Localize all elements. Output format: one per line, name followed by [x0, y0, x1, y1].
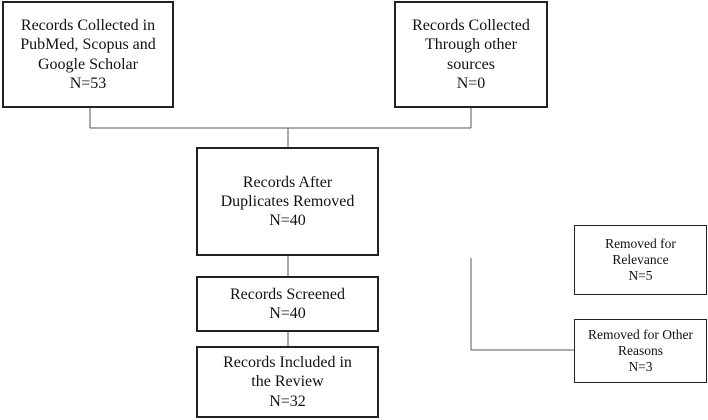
records-databases-line-3: Google Scholar — [38, 55, 138, 73]
records-databases-count: N=53 — [69, 74, 107, 92]
records-databases-box: Records Collected in PubMed, Scopus and … — [2, 1, 174, 108]
removed-relevance-line-1: Removed for — [605, 235, 676, 251]
removed-relevance-line-2: Relevance — [612, 251, 669, 267]
included-line-1: Records Included in — [223, 354, 352, 372]
records-databases-line-2: PubMed, Scopus and — [20, 36, 156, 54]
removed-relevance-box: Removed for Relevance N=5 — [574, 225, 707, 295]
removed-other-count: N=3 — [628, 359, 653, 375]
removed-other-box: Removed for Other Reasons N=3 — [574, 319, 707, 383]
after-duplicates-line-2: Duplicates Removed — [220, 192, 355, 210]
records-other-line-2: Through other — [425, 36, 517, 54]
included-count: N=32 — [269, 392, 306, 410]
screened-line-1: Records Screened — [229, 285, 346, 303]
screened-count: N=40 — [269, 305, 306, 322]
removed-other-line-2: Reasons — [618, 342, 663, 358]
after-duplicates-line-1: Records After — [242, 173, 333, 191]
after-duplicates-box: Records After Duplicates Removed N=40 — [196, 147, 379, 256]
included-line-2: the Review — [251, 373, 324, 391]
records-databases-line-1: Records Collected in — [20, 17, 156, 35]
screened-box: Records Screened N=40 — [196, 276, 379, 332]
records-other-line-3: sources — [447, 55, 495, 73]
records-other-count: N=0 — [456, 74, 486, 92]
records-other-box: Records Collected Through other sources … — [394, 1, 548, 108]
included-box: Records Included in the Review N=32 — [196, 346, 379, 418]
removed-relevance-count: N=5 — [628, 268, 653, 284]
removed-other-line-1: Removed for Other — [588, 326, 693, 342]
after-duplicates-count: N=40 — [269, 212, 306, 230]
records-other-line-1: Records Collected — [412, 17, 530, 35]
